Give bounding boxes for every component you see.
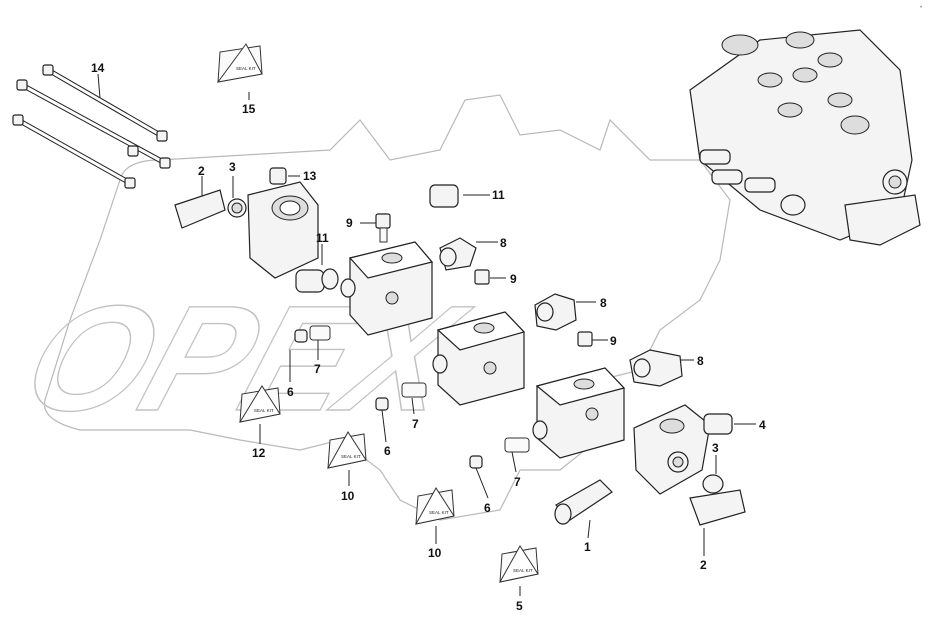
callout-8a: 8 [500, 236, 507, 250]
callout-14: 14 [91, 61, 105, 75]
seal-kit-12: SEAL KIT [238, 385, 281, 423]
svg-text:SEAL KIT: SEAL KIT [429, 510, 449, 515]
callout-8b: 8 [600, 296, 607, 310]
assembled-valve [689, 29, 921, 246]
svg-text:SEAL KIT: SEAL KIT [236, 66, 256, 71]
callout-2b: 2 [700, 558, 707, 572]
svg-text:SEAL KIT: SEAL KIT [513, 568, 533, 573]
callout-10a: 10 [341, 489, 355, 503]
callout-6c: 6 [484, 501, 491, 515]
callout-6b: 6 [384, 444, 391, 458]
svg-text:SEAL KIT: SEAL KIT [341, 454, 361, 459]
callout-2a: 2 [198, 164, 205, 178]
seal-kit-10a: SEAL KIT [327, 431, 367, 469]
callout-3b: 3 [712, 441, 719, 455]
seal-kit-10b: SEAL KIT [415, 487, 455, 525]
callout-12: 12 [252, 446, 266, 460]
callout-1: 1 [584, 540, 591, 554]
callout-7c: 7 [514, 475, 521, 489]
callout-13: 13 [303, 169, 317, 183]
callout-15: 15 [242, 102, 256, 116]
outlet-end-cover [554, 404, 746, 526]
callout-10b: 10 [428, 546, 442, 560]
callout-3a: 3 [229, 160, 236, 174]
valve-section-2 [375, 269, 577, 411]
callout-11a: 11 [492, 188, 505, 202]
valve-section-3 [469, 331, 683, 469]
tie-rods [12, 64, 171, 189]
callout-7a: 7 [314, 362, 321, 376]
callout-8c: 8 [697, 354, 704, 368]
callout-9b: 9 [510, 272, 517, 286]
callout-4: 4 [759, 418, 766, 432]
seal-kit-15: SEAL KIT [216, 43, 263, 83]
seal-kit-5: SEAL KIT [499, 545, 539, 583]
corner-mark: • [920, 5, 922, 11]
valve-section-1 [294, 184, 477, 343]
callouts: 14 15 2 3 13 11 9 11 8 9 8 9 8 6 7 4 7 1… [91, 61, 766, 613]
inlet-end-cover [174, 167, 339, 293]
callout-9a: 9 [346, 216, 353, 230]
callout-5: 5 [516, 599, 523, 613]
svg-text:SEAL KIT: SEAL KIT [254, 408, 274, 413]
callout-6a: 6 [287, 385, 294, 399]
callout-11b: 11 [316, 231, 329, 245]
callout-9c: 9 [610, 334, 617, 348]
callout-7b: 7 [412, 417, 419, 431]
leader-lines [97, 73, 756, 596]
